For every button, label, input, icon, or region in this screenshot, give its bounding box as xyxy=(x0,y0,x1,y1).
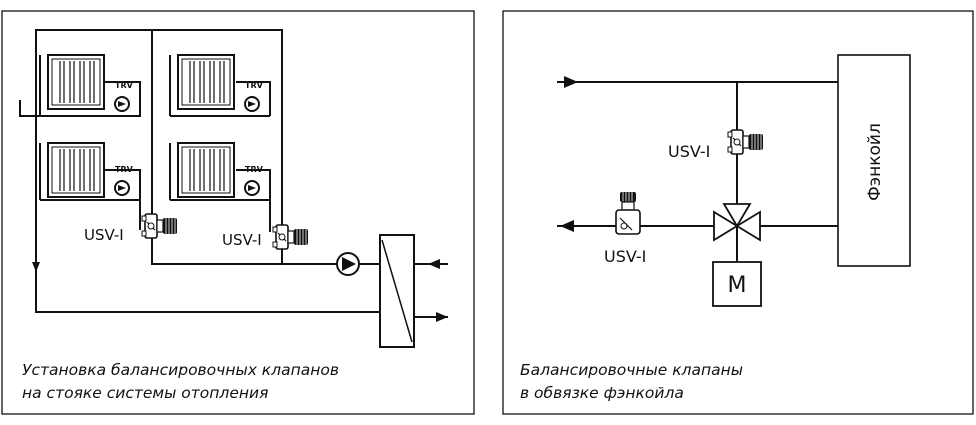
trv-valve-icon xyxy=(244,180,260,196)
radiator-icon xyxy=(47,142,105,198)
flow-arrow-right-icon xyxy=(564,76,578,88)
radiator-icon xyxy=(177,54,235,110)
motor-label: M xyxy=(728,273,747,298)
pump-icon xyxy=(336,252,360,276)
left-panel: TRV TRV TRV TRV USV-I USV-I Установка ба… xyxy=(1,10,475,415)
valve-label: USV-I xyxy=(604,247,646,266)
motor-actuator xyxy=(712,261,762,307)
balancing-valve-icon xyxy=(272,224,309,250)
right-caption-line2: в обвязке фэнкойла xyxy=(520,384,684,402)
flow-arrow-left-icon xyxy=(428,259,440,269)
valve-label: USV-I xyxy=(668,142,710,161)
left-panel-frame xyxy=(1,10,475,415)
balancing-valve-icon xyxy=(727,129,764,155)
valve-label: USV-I xyxy=(84,226,124,244)
trv-label: TRV xyxy=(115,81,134,90)
flow-arrow-right-icon xyxy=(436,312,448,322)
flow-arrow-left-icon xyxy=(560,220,574,232)
left-caption-line2: на стояке системы отопления xyxy=(22,384,268,402)
three-way-valve-icon xyxy=(713,203,761,248)
right-pipework xyxy=(557,81,838,262)
trv-valve-icon xyxy=(114,96,130,112)
balancing-valve-icon xyxy=(615,192,641,235)
trv-valve-icon xyxy=(244,96,260,112)
radiator-icon xyxy=(177,142,235,198)
balancing-valve-icon xyxy=(141,213,178,239)
fancoil-label: Фэнкойл xyxy=(865,123,885,201)
right-panel-frame xyxy=(502,10,974,415)
radiator-icon xyxy=(47,54,105,110)
trv-label: TRV xyxy=(115,165,134,174)
fancoil-unit xyxy=(837,54,911,267)
trv-label: TRV xyxy=(245,165,264,174)
left-caption-line1: Установка балансировочных клапанов xyxy=(22,361,339,379)
left-pipework xyxy=(19,29,448,318)
heat-exchanger-icon xyxy=(379,234,415,348)
right-caption-line1: Балансировочные клапаны xyxy=(520,361,743,379)
valve-label: USV-I xyxy=(222,231,262,249)
trv-valve-icon xyxy=(114,180,130,196)
right-panel: Фэнкойл M USV-I USV-I Бала xyxy=(502,10,974,415)
flow-arrow-down-icon xyxy=(32,262,40,272)
trv-label: TRV xyxy=(245,81,264,90)
